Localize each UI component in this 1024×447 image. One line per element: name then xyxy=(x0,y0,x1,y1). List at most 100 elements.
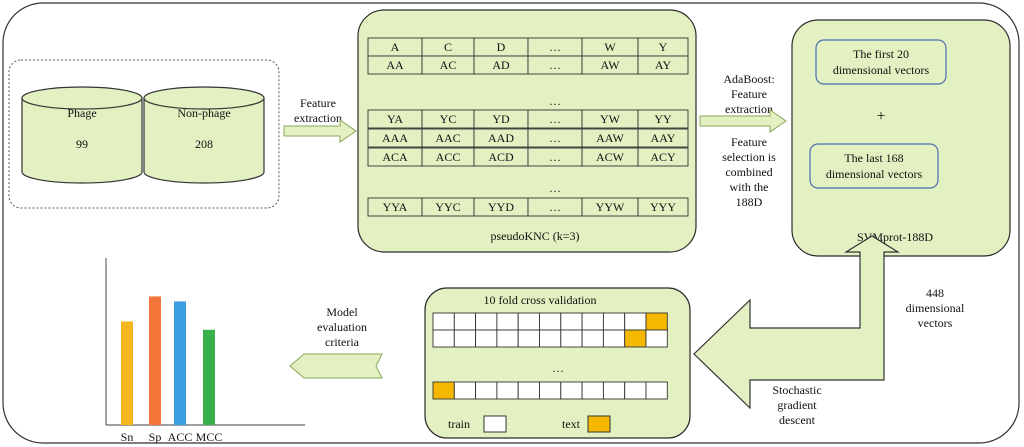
nonphage-label: Non-phage xyxy=(177,106,230,120)
pseudoknc-cell-text-row1-4: W xyxy=(604,40,616,54)
pseudoknc-cell-text-row3-4: YW xyxy=(600,112,621,126)
pseudoknc-cell-text-row2-3: … xyxy=(549,58,561,72)
pseudoknc-cell-text-row6-3: … xyxy=(549,200,561,214)
pseudoknc-cell-text-row1-0: A xyxy=(391,40,400,54)
pseudoknc-cell-text-row2-2: AD xyxy=(492,58,510,72)
pseudoknc-cell-text-row6-1: YYC xyxy=(435,200,460,214)
pseudoknc-cell-text-row3-2: YD xyxy=(492,112,510,126)
selection-label-3: combined xyxy=(725,165,772,179)
cv-fold-cell xyxy=(453,381,477,400)
pseudoknc-cell-text-row6-5: YYY xyxy=(650,200,676,214)
phage-count: 99 xyxy=(76,137,88,151)
cv-fold-cell xyxy=(475,312,498,331)
cv-fold-cell xyxy=(602,329,626,348)
cv-fold-cell xyxy=(496,312,519,331)
sgd-label-3: descent xyxy=(779,413,816,427)
model-eval-label-2: evaluation xyxy=(317,320,367,334)
cv-legend-train-label: train xyxy=(448,417,470,431)
adaboost-label-1: AdaBoost: xyxy=(723,72,774,86)
cv-fold-cell xyxy=(453,329,477,348)
pseudoknc-cell-text-row5-4: ACW xyxy=(596,150,625,164)
cv-legend-train-swatch xyxy=(483,415,507,433)
selection-label-1: Feature xyxy=(731,135,767,149)
pseudoknc-cell-row2-5 xyxy=(637,55,689,75)
pseudoknc-cell-text-row2-4: AW xyxy=(600,58,620,72)
adaboost-label-2: Feature xyxy=(731,87,767,101)
pseudoknc-cell-text-row4-3: … xyxy=(549,131,561,145)
vectors-label-2: dimensional xyxy=(906,301,965,315)
cv-fold-cell xyxy=(517,312,540,331)
cv-fold-cell xyxy=(602,381,626,400)
cv-fold-cell xyxy=(517,329,540,348)
cv-fold-cell xyxy=(432,381,455,400)
pseudoknc-cell-text-row2-1: AC xyxy=(440,58,457,72)
cv-fold-cell xyxy=(517,381,540,400)
pseudoknc-cell-text-row5-3: … xyxy=(549,150,561,164)
feature-extraction-arrow xyxy=(283,119,357,143)
cv-fold-cell xyxy=(475,381,498,400)
tick-label-acc: ACC xyxy=(168,430,193,444)
phage-label: Phage xyxy=(67,106,96,120)
pseudoknc-cell-text-row6-0: YYA xyxy=(383,200,408,214)
cv-fold-cell xyxy=(560,381,583,400)
nonphage-count: 208 xyxy=(195,137,213,151)
cv-dots: … xyxy=(552,361,564,375)
bar-mcc xyxy=(203,329,215,425)
pseudoknc-cell-text-row3-5: YY xyxy=(654,112,672,126)
cv-fold-cell xyxy=(432,329,455,348)
cv-fold-cell xyxy=(539,381,562,400)
svmprot-box2-line2: dimensional vectors xyxy=(826,167,923,181)
svmprot-box-last168 xyxy=(809,143,939,189)
pseudoknc-cell-text-row3-3: … xyxy=(549,112,561,126)
pseudoknc-cell-text-row5-2: ACD xyxy=(488,150,514,164)
pseudoknc-cell-text-row4-1: AAC xyxy=(435,131,460,145)
selection-label-5: 188D xyxy=(736,195,763,209)
cv-fold-cell xyxy=(475,329,498,348)
nonphage-cylinder: Non-phage 208 xyxy=(143,86,265,184)
cv-fold-cell xyxy=(624,312,647,331)
svmprot-box2-line1: The last 168 xyxy=(844,151,903,165)
pseudoknc-cell-text-row1-2: D xyxy=(497,40,506,54)
cv-panel: 10 fold cross validation … train text xyxy=(424,287,691,439)
pseudoknc-cell-text-row2-5: AY xyxy=(655,58,672,72)
cv-fold-cell xyxy=(560,329,583,348)
pseudoknc-dots-2: … xyxy=(549,181,561,195)
pseudoknc-dots-1: … xyxy=(549,94,561,108)
vectors-label-3: vectors xyxy=(918,316,953,330)
cv-fold-cell xyxy=(539,329,562,348)
pseudoknc-cell-row5-5 xyxy=(637,147,689,167)
svmprot-box-first20 xyxy=(815,39,947,85)
pseudoknc-cell-text-row4-5: AAY xyxy=(651,131,676,145)
cv-fold-cell xyxy=(602,312,626,331)
pseudoknc-cell-text-row1-5: Y xyxy=(659,40,668,54)
model-eval-label-1: Model xyxy=(326,305,358,319)
svmprot-panel: The first 20 dimensional vectors + The l… xyxy=(791,19,1011,257)
tick-label-sp: Sp xyxy=(149,430,162,444)
pseudoknc-cell-text-row1-1: C xyxy=(444,40,452,54)
pseudoknc-cell-text-row4-4: AAW xyxy=(596,131,624,145)
feature-extraction-label-1: Feature xyxy=(300,96,336,110)
pseudoknc-cell-text-row5-0: ACA xyxy=(382,150,408,164)
selection-label-4: with the xyxy=(730,180,769,194)
cv-title: 10 fold cross validation xyxy=(484,293,597,307)
pseudoknc-cell-text-row5-1: ACC xyxy=(436,150,461,164)
adaboost-label-3: extraction xyxy=(725,102,773,116)
cv-legend-text-swatch xyxy=(587,415,611,433)
tick-label-mcc: MCC xyxy=(196,430,223,444)
pseudoknc-cell-text-row6-2: YYD xyxy=(488,200,514,214)
cv-fold-cell xyxy=(496,329,519,348)
cv-fold-cell xyxy=(645,312,668,331)
bar-sn xyxy=(121,321,133,425)
cv-fold-cell xyxy=(645,381,668,400)
model-eval-label-3: criteria xyxy=(325,335,360,349)
pseudoknc-cell-row6-5 xyxy=(637,197,689,217)
cv-fold-cell xyxy=(581,329,604,348)
svmprot-to-cv-arrow xyxy=(693,235,901,410)
pseudoknc-cell-text-row6-4: YYW xyxy=(596,200,625,214)
cv-fold-cell xyxy=(432,312,455,331)
cv-fold-cell xyxy=(539,312,562,331)
pseudoknc-cell-text-row3-1: YC xyxy=(440,112,457,126)
pseudoknc-cell-text-row4-0: AAA xyxy=(382,131,408,145)
